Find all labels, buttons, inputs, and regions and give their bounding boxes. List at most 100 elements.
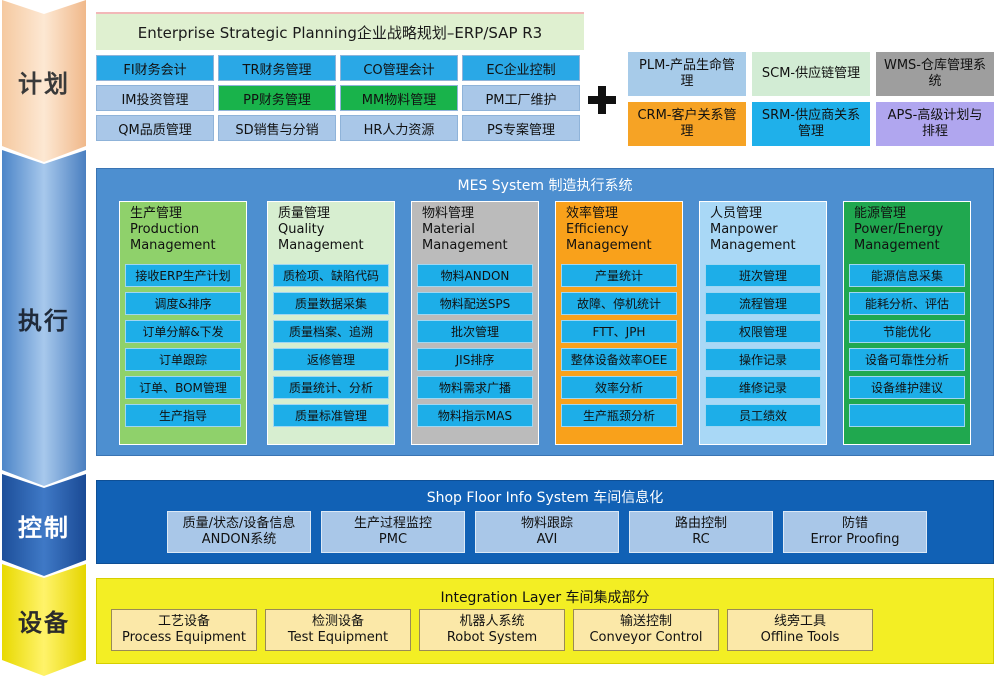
column-title-en: Management	[566, 238, 652, 253]
layer-execute-label: 执行	[18, 306, 70, 335]
column-title-zh: 能源管理	[854, 206, 907, 221]
mes-column-production: 生产管理 Production Management 接收ERP生产计划 调度&…	[119, 201, 247, 445]
mes-function: 产量统计	[561, 264, 677, 287]
layer-equipment-arrow: 设备	[2, 564, 86, 676]
shopfloor-module: 路由控制 RC	[629, 511, 773, 553]
column-title-en: Manpower	[710, 222, 778, 237]
external-system-crm: CRM-客户关系管理	[628, 102, 746, 146]
integration-module-en: Offline Tools	[760, 630, 840, 645]
mes-column-quality: 质量管理 Quality Management 质检项、缺陷代码 质量数据采集 …	[267, 201, 395, 445]
mes-function: 质量档案、追溯	[273, 320, 389, 343]
column-title-en: Management	[854, 238, 940, 253]
erp-module: EC企业控制	[462, 55, 580, 81]
plus-icon	[588, 86, 616, 114]
mes-function: 质量统计、分析	[273, 376, 389, 399]
column-title-zh: 质量管理	[278, 206, 331, 221]
integration-module: 输送控制 Conveyor Control	[573, 609, 719, 651]
integration-title: Integration Layer 车间集成部分	[440, 590, 650, 606]
shopfloor-module-en: PMC	[378, 532, 408, 547]
mes-function: 调度&排序	[125, 292, 241, 315]
layer-control-label: 控制	[18, 513, 70, 542]
mes-function-empty	[849, 404, 965, 427]
column-heading: 能源管理 Power/Energy Management	[844, 202, 970, 258]
mes-function: 物料指示MAS	[417, 404, 533, 427]
erp-module: PS专案管理	[462, 115, 580, 141]
column-title-en: Material	[422, 222, 475, 237]
erp-module: TR财务管理	[218, 55, 336, 81]
mes-function: 生产指导	[125, 404, 241, 427]
shopfloor-module-en: RC	[692, 532, 710, 547]
mes-column-energy: 能源管理 Power/Energy Management 能源信息采集 能耗分析…	[843, 201, 971, 445]
mes-function: 故障、停机统计	[561, 292, 677, 315]
external-systems-grid: PLM-产品生命管理 SCM-供应链管理 WMS-仓库管理系统 CRM-客户关系…	[628, 52, 996, 146]
mes-block: MES System 制造执行系统 生产管理 Production Manage…	[96, 168, 994, 456]
erp-module: CO管理会计	[340, 55, 458, 81]
column-title-en: Management	[422, 238, 508, 253]
mes-function: 权限管理	[705, 320, 821, 343]
column-heading: 生产管理 Production Management	[120, 202, 246, 258]
integration-module-en: Process Equipment	[121, 630, 246, 645]
mes-function: 接收ERP生产计划	[125, 264, 241, 287]
mes-column-efficiency: 效率管理 Efficiency Management 产量统计 故障、停机统计 …	[555, 201, 683, 445]
erp-module: FI财务会计	[96, 55, 214, 81]
column-title-zh: 效率管理	[566, 206, 619, 221]
mes-function: 批次管理	[417, 320, 533, 343]
external-system-plm: PLM-产品生命管理	[628, 52, 746, 96]
column-heading: 质量管理 Quality Management	[268, 202, 394, 258]
integration-module: 机器人系统 Robot System	[419, 609, 565, 651]
mes-function: 质量标准管理	[273, 404, 389, 427]
erp-title: Enterprise Strategic Planning企业战略规划–ERP/…	[96, 12, 584, 50]
integration-module-en: Test Equipment	[287, 630, 389, 645]
mes-function: 生产瓶颈分析	[561, 404, 677, 427]
shopfloor-module-en: AVI	[536, 532, 558, 547]
mes-function: 订单跟踪	[125, 348, 241, 371]
integration-module-zh: 机器人系统	[459, 614, 525, 629]
shopfloor-block: Shop Floor Info System 车间信息化 质量/状态/设备信息 …	[96, 480, 994, 564]
mes-function: 物料配送SPS	[417, 292, 533, 315]
integration-module-zh: 检测设备	[311, 614, 364, 629]
mes-function: 订单分解&下发	[125, 320, 241, 343]
column-heading: 人员管理 Manpower Management	[700, 202, 826, 258]
mes-function: 操作记录	[705, 348, 821, 371]
mes-function: 订单、BOM管理	[125, 376, 241, 399]
erp-module-grid: FI财务会计 TR财务管理 CO管理会计 EC企业控制 IM投资管理 PP财务管…	[96, 55, 584, 141]
layer-execute-arrow: 执行	[2, 150, 86, 486]
shopfloor-module: 生产过程监控 PMC	[321, 511, 465, 553]
mes-function: 能耗分析、评估	[849, 292, 965, 315]
column-title-zh: 生产管理	[130, 206, 183, 221]
erp-module: HR人力资源	[340, 115, 458, 141]
erp-module: QM品质管理	[96, 115, 214, 141]
integration-module-zh: 线旁工具	[773, 614, 826, 629]
column-title-en: Management	[710, 238, 796, 253]
column-heading: 效率管理 Efficiency Management	[556, 202, 682, 258]
external-system-aps: APS-高级计划与排程	[876, 102, 994, 146]
mes-function: 质量数据采集	[273, 292, 389, 315]
mes-function: 质检项、缺陷代码	[273, 264, 389, 287]
mes-function: 流程管理	[705, 292, 821, 315]
shopfloor-module: 防错 Error Proofing	[783, 511, 927, 553]
integration-module: 工艺设备 Process Equipment	[111, 609, 257, 651]
column-title-en: Management	[130, 238, 216, 253]
column-title-zh: 人员管理	[710, 206, 763, 221]
shopfloor-module-zh: 防错	[841, 516, 868, 531]
mes-function: 效率分析	[561, 376, 677, 399]
external-system-wms: WMS-仓库管理系统	[876, 52, 994, 96]
column-heading: 物料管理 Material Management	[412, 202, 538, 258]
layer-plan-label: 计划	[18, 69, 70, 98]
integration-module-en: Conveyor Control	[589, 630, 703, 645]
integration-module: 线旁工具 Offline Tools	[727, 609, 873, 651]
layer-equipment-label: 设备	[18, 608, 70, 637]
column-title-zh: 物料管理	[422, 206, 475, 221]
layer-control-arrow: 控制	[2, 474, 86, 576]
mes-function: 整体设备效率OEE	[561, 348, 677, 371]
column-title-en: Efficiency	[566, 222, 629, 237]
mes-function: 物料需求广播	[417, 376, 533, 399]
integration-block: Integration Layer 车间集成部分 工艺设备 Process Eq…	[96, 578, 994, 664]
erp-module: PM工厂维护	[462, 85, 580, 111]
mes-function: 设备可靠性分析	[849, 348, 965, 371]
mes-function: 节能优化	[849, 320, 965, 343]
integration-module: 检测设备 Test Equipment	[265, 609, 411, 651]
mes-function: 设备维护建议	[849, 376, 965, 399]
shopfloor-module-zh: 质量/状态/设备信息	[182, 516, 296, 531]
shopfloor-module-zh: 生产过程监控	[353, 516, 432, 531]
